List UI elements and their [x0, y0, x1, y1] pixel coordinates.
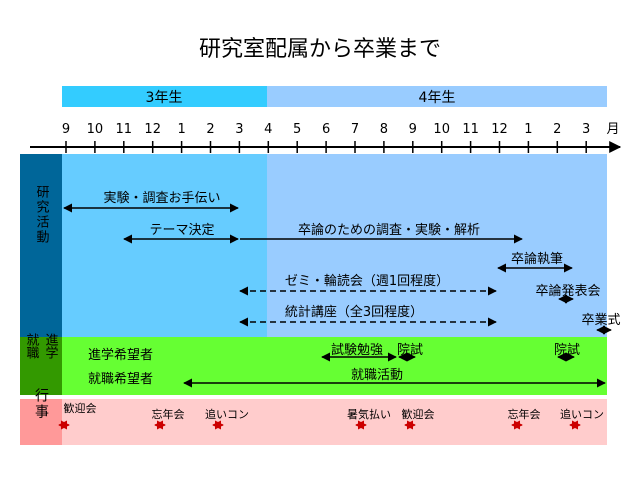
month-label: 5 [293, 122, 301, 137]
month-label: 6 [322, 122, 330, 137]
research-bg-4th-year [267, 154, 607, 337]
career-item-grad-exam-2: 院試 [554, 342, 580, 358]
event-label: 追いコン [205, 407, 249, 421]
career-section-label-1: 就職 [24, 333, 40, 359]
month-label: 3 [235, 122, 243, 137]
month-label: 12 [491, 122, 508, 137]
month-label: 10 [87, 122, 104, 137]
month-label: 2 [206, 122, 214, 137]
month-label: 11 [462, 122, 479, 137]
career-item-grad-exam-1: 院試 [397, 342, 423, 358]
month-label: 3 [582, 122, 590, 137]
month-ticks [65, 141, 587, 153]
year-bar-3rd [62, 86, 267, 107]
month-label: 1 [177, 122, 185, 137]
events-bg [62, 399, 607, 445]
career-item-exam-study: 試験勉強 [331, 342, 383, 358]
research-item-seminar: ゼミ・輪読会（週1回程度） [285, 273, 449, 289]
career-item-job-hunting: 就職活動 [351, 368, 403, 383]
month-unit-label: 月 [606, 122, 619, 137]
research-item-theme: テーマ決定 [149, 223, 214, 238]
month-label: 10 [433, 122, 450, 137]
month-label: 8 [380, 122, 388, 137]
year-label-4th: 4年生 [419, 90, 456, 106]
event-label: 追いコン [560, 407, 604, 421]
research-item-writing: 卒論執筆 [511, 251, 563, 267]
career-section-header [20, 337, 62, 395]
career-row-job-label: 就職希望者 [88, 371, 153, 387]
event-label: 歓迎会 [402, 407, 435, 421]
event-label: 忘年会 [508, 407, 541, 421]
research-section-header [20, 154, 62, 337]
month-label: 1 [524, 122, 532, 137]
event-label: 暑気払い [347, 407, 391, 421]
month-label: 7 [351, 122, 359, 137]
research-item-investigation: 卒論のための調査・実験・解析 [298, 222, 480, 238]
year-label-3rd: 3年生 [146, 90, 183, 106]
month-label: 11 [116, 122, 133, 137]
month-label: 12 [144, 122, 161, 137]
month-label: 2 [553, 122, 561, 137]
event-label: 歓迎会 [64, 401, 97, 415]
career-row-grad-label: 進学希望者 [88, 347, 153, 363]
page-title: 研究室配属から卒業まで [199, 37, 441, 62]
events-layer: 歓迎会忘年会追いコン暑気払い歓迎会忘年会追いコン [58, 401, 604, 430]
research-item-presentation: 卒論発表会 [535, 283, 600, 299]
month-label: 4 [264, 122, 272, 137]
career-section-label-2: 進学 [43, 333, 59, 359]
events-section-header [20, 399, 62, 445]
research-item-assist: 実験・調査お手伝い [103, 190, 220, 206]
event-label: 忘年会 [152, 407, 185, 421]
research-item-graduation: 卒業式 [581, 312, 620, 328]
month-label: 9 [62, 122, 70, 137]
month-label: 9 [409, 122, 417, 137]
research-bg-3rd-year [62, 154, 267, 337]
research-section-label: 研究活動 [34, 185, 50, 245]
research-item-stats: 統計講座（全3回程度） [285, 304, 423, 320]
events-section-label: 行事 [33, 388, 49, 420]
year-bar-4th [267, 86, 607, 107]
